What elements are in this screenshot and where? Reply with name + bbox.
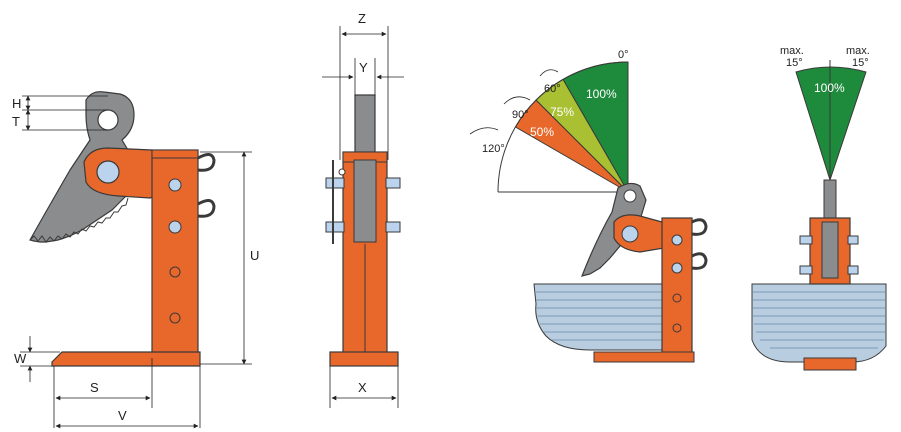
ring-bottom [197, 199, 216, 218]
lever-pivot [96, 160, 120, 184]
tilt-steel-plate [751, 283, 887, 363]
tilt-fan [795, 66, 867, 182]
angle-0-label: 0° [618, 49, 629, 61]
dim-T-label: T [12, 114, 20, 129]
angle-90-label: 90° [512, 109, 529, 121]
dim-V-label: V [118, 408, 127, 423]
dim-U-label: U [250, 248, 259, 263]
dim-H-label: H [12, 96, 21, 111]
dim-W-label: W [14, 351, 27, 366]
pct-50-label: 50% [530, 125, 554, 139]
pct-75-label: 75% [550, 105, 574, 119]
tilt-15-right: 15° [852, 57, 869, 69]
front-base [329, 351, 399, 367]
dim-Z-label: Z [358, 11, 366, 26]
tilt-view: 100% max. 15° max. 15° [751, 45, 887, 371]
dim-Y-label: Y [359, 60, 368, 75]
tilt-max-right: max. [846, 45, 870, 57]
shackle-eye-hole [97, 109, 119, 131]
tilt-100-label: 100% [814, 81, 845, 95]
angle-steel-plate [533, 283, 665, 351]
dim-X-label: X [358, 380, 367, 395]
front-view: Z Y X [322, 11, 404, 408]
tilt-15-left: 15° [786, 57, 803, 69]
dim-S-label: S [90, 380, 99, 395]
pct-100-label: 100% [586, 87, 617, 101]
angle-60-label: 60° [544, 83, 561, 95]
angle-120-label: 120° [482, 143, 505, 155]
angle-view: 100% 75% 50% 0° 60° 90° 120° [469, 49, 708, 363]
side-view: H T U W S V [12, 91, 259, 429]
clamp-foot [51, 351, 201, 367]
ring-top [197, 153, 216, 172]
tilt-max-left: max. [780, 45, 804, 57]
